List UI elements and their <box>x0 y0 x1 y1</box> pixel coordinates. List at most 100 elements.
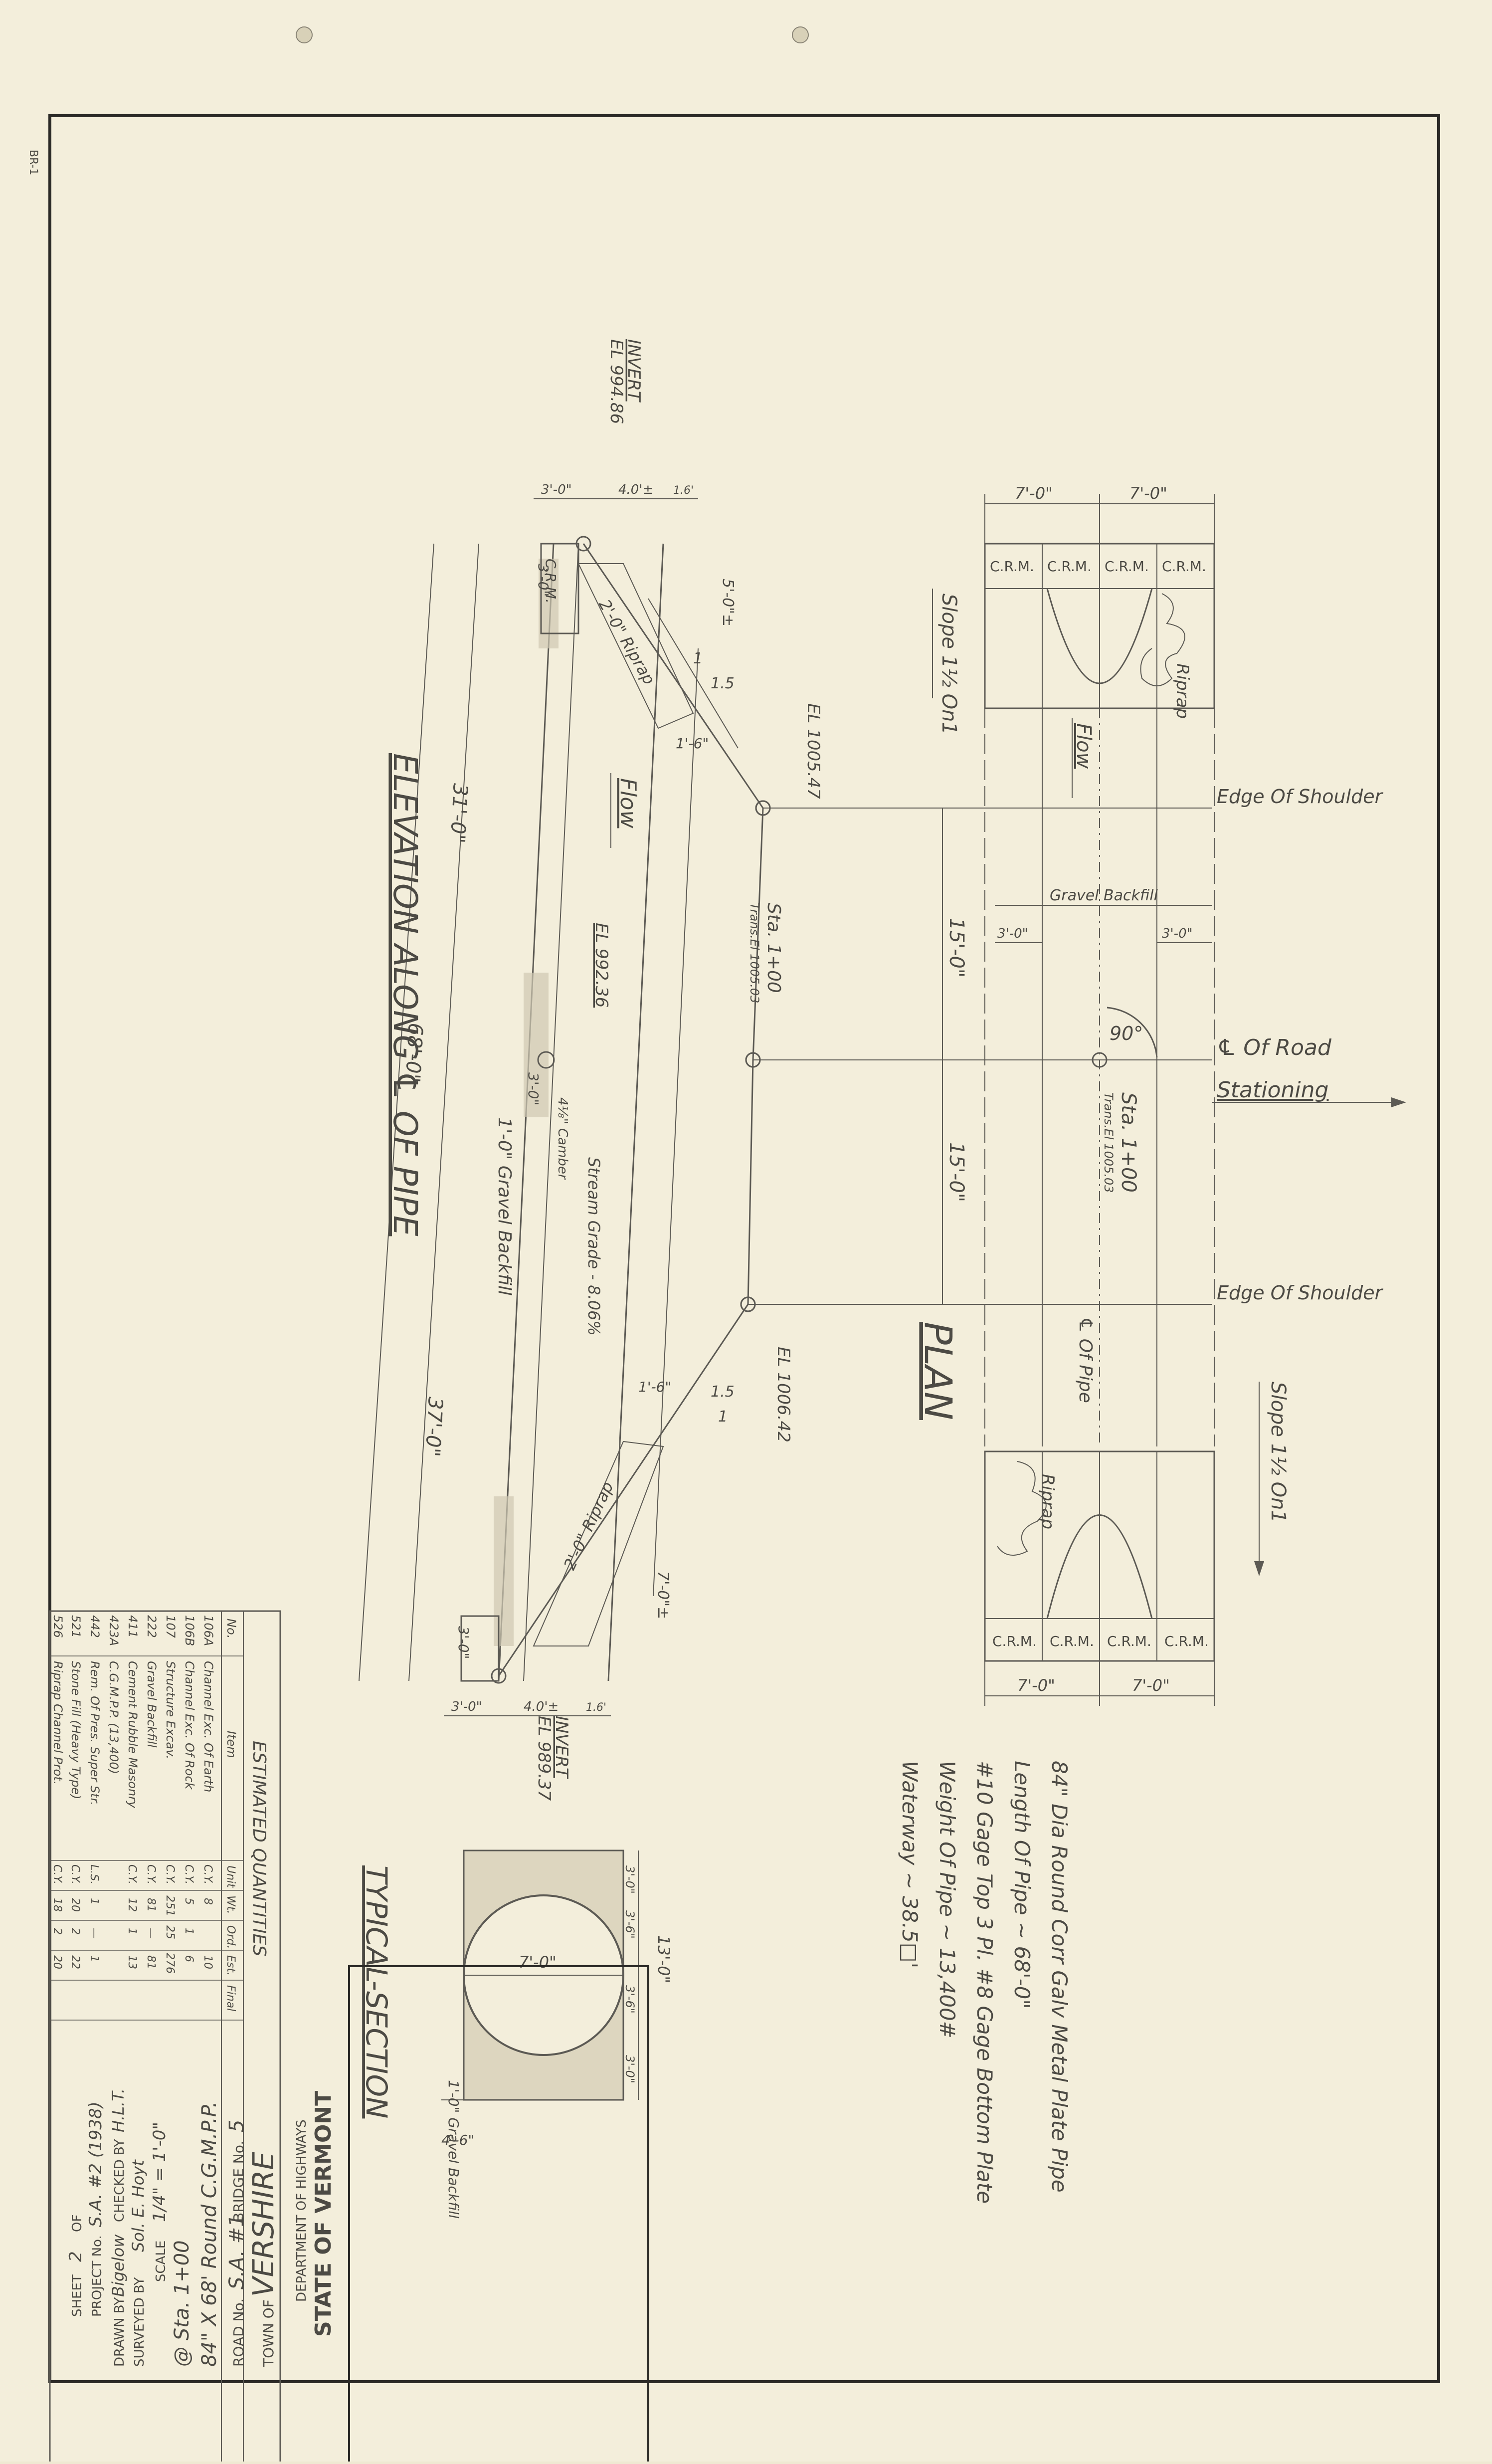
elev-dim-31: 31'-0" <box>446 783 472 843</box>
title-checked-label: CHECKED BY <box>112 2139 127 2222</box>
svg-text:Final: Final <box>224 1985 237 2011</box>
typical-dim-d: 3'-0" <box>623 2055 637 2083</box>
typical-dim-base: 4'-6" <box>441 2132 474 2148</box>
punch-hole-icon <box>792 26 809 43</box>
title-state: STATE OF VERMONT <box>311 2091 336 2337</box>
title-bridge: 5 <box>225 2120 248 2132</box>
elev-dim-16-bot: 1'-6" <box>638 1379 671 1395</box>
elev-invert-bottom: INVERT <box>552 1716 571 1779</box>
typical-gravel-backfill: 1'-0" Gravel Backfill <box>445 2080 462 2219</box>
elev-riprap-top-zone <box>577 563 694 729</box>
svg-text:C.Y.: C.Y. <box>145 1864 157 1884</box>
title-desc: 84" X 68' Round C.G.M.P.P. <box>198 2101 221 2367</box>
elev-slope-bot: 1.5 <box>711 1383 735 1401</box>
svg-text:81: 81 <box>145 1898 157 1912</box>
elev-dim-16-top: 1'-6" <box>676 735 709 752</box>
elev-dim-50: 5'-0"± <box>719 579 737 626</box>
svg-text:1: 1 <box>126 1928 138 1935</box>
title-drawn-label: DRAWN BY <box>112 2297 127 2367</box>
svg-text:10: 10 <box>201 1955 214 1969</box>
typical-dim-c: 3'-6" <box>623 1985 637 2014</box>
note-line-3: #10 Gage Top 3 Pl. #8 Gage Bottom Plate <box>972 1761 997 2204</box>
svg-text:Structure Excav.: Structure Excav. <box>164 1661 178 1759</box>
punch-hole-icon <box>296 26 313 43</box>
plan-slope-bottom: Slope 1½ On1 <box>1267 1382 1290 1523</box>
elev-gravel-backfill: 1'-0" Gravel Backfill <box>494 1117 515 1295</box>
quantities-table: ESTIMATED QUANTITIES No. Item Unit Wt. O… <box>49 1610 281 2464</box>
svg-text:106B: 106B <box>183 1615 196 1646</box>
elevation-title: ELEVATION ALONG ℄ OF PIPE <box>386 753 424 1236</box>
plan-dim-upper: 15'-0" <box>945 918 968 978</box>
svg-text:5: 5 <box>183 1898 195 1905</box>
title-town-label: TOWN OF <box>260 2299 277 2367</box>
svg-text:Channel Exc. Of Earth: Channel Exc. Of Earth <box>201 1661 215 1792</box>
svg-text:2: 2 <box>69 1928 81 1935</box>
svg-text:1: 1 <box>88 1898 100 1905</box>
elev-dim-70: 7'-0"± <box>654 1571 672 1619</box>
svg-text:C.Y.: C.Y. <box>69 1864 81 1884</box>
elev-stream-grade: Stream Grade - 8.06% <box>584 1157 603 1336</box>
elev-el-mid: EL 992.36 <box>591 923 611 1008</box>
elev-dim-37: 37'-0" <box>421 1396 447 1457</box>
svg-text:20: 20 <box>69 1898 81 1912</box>
svg-text:25: 25 <box>164 1925 176 1939</box>
svg-text:C.R.M.: C.R.M. <box>1164 1633 1209 1649</box>
elev-dim-30-bot: 3'-0" <box>455 1626 472 1659</box>
typical-section: 7'-0" 13'-0" 3'-0" 3'-6" 3'-6" 3'-0" 4'-… <box>360 1849 673 2219</box>
svg-text:107: 107 <box>164 1615 178 1639</box>
svg-text:106A: 106A <box>201 1615 215 1646</box>
elev-dim-bot-c: 1.6' <box>586 1701 606 1714</box>
svg-text:C.R.M.: C.R.M. <box>990 558 1034 575</box>
plan-flow: Flow <box>1072 723 1095 769</box>
elev-slope-top-one: 1 <box>693 650 703 667</box>
title-checked: H.L.T. <box>109 2088 128 2132</box>
svg-text:Stone Fill (Heavy Type): Stone Fill (Heavy Type) <box>69 1661 83 1799</box>
typical-pipe-dia: 7'-0" <box>519 1953 557 1972</box>
svg-text:22: 22 <box>69 1955 81 1969</box>
svg-text:Riprap Channel Prot.: Riprap Channel Prot. <box>51 1661 65 1785</box>
elevation-view: 2'-0" Riprap 2'-0" Riprap C.R.M. 31'-0" … <box>359 339 823 1801</box>
elev-dim-bot-a: 3'-0" <box>451 1699 482 1714</box>
svg-text:Channel Exc. Of Rock: Channel Exc. Of Rock <box>183 1661 196 1790</box>
svg-text:Cement Rubble Masonry: Cement Rubble Masonry <box>126 1661 140 1809</box>
plan-angle: 90° <box>1110 1023 1143 1044</box>
plan-dim-top-left: 7'-0" <box>1015 484 1053 503</box>
plan-dim-gravel-left: 3'-0" <box>997 926 1028 941</box>
svg-text:423A: 423A <box>107 1615 121 1646</box>
plan-dim-gravel-right: 3'-0" <box>1162 926 1193 941</box>
title-sheet-label: SHEET <box>70 2274 85 2317</box>
svg-text:Item: Item <box>224 1731 238 1758</box>
plan-crm-bottom: C.R.M. C.R.M. C.R.M. C.R.M. <box>992 1633 1209 1649</box>
plan-gravel-backfill: Gravel Backfill <box>1050 887 1158 904</box>
plan-cl-pipe: ℄ Of Pipe <box>1075 1317 1096 1403</box>
title-scale-label: SCALE <box>154 2241 169 2282</box>
plan-title: PLAN <box>916 1322 960 1420</box>
margin-stamp: BR-1 <box>27 150 39 175</box>
svg-text:Unit: Unit <box>224 1865 237 1888</box>
typical-dim-13: 13'-0" <box>654 1935 673 1983</box>
elev-slope-top: 1.5 <box>711 675 735 692</box>
plan-dim-bottom-left: 7'-0" <box>1017 1676 1055 1695</box>
plan-slope-top: Slope 1½ On1 <box>937 594 960 735</box>
typical-section-title: TYPICAL-SECTION <box>360 1865 393 2118</box>
note-line-1: 84" Dia Round Corr Galv Metal Plate Pipe <box>1047 1761 1072 2193</box>
svg-text:521: 521 <box>69 1615 83 1638</box>
note-line-4: Weight Of Pipe ~ 13,400# <box>935 1761 959 2039</box>
svg-text:81: 81 <box>145 1955 157 1969</box>
typical-dim-a: 3'-0" <box>623 1865 637 1894</box>
svg-text:2: 2 <box>51 1928 63 1935</box>
plan-edge-shoulder-top: Edge Of Shoulder <box>1217 786 1384 808</box>
svg-text:20: 20 <box>51 1955 63 1969</box>
svg-text:Est.: Est. <box>224 1955 237 1976</box>
title-sheet: 2 <box>66 2251 86 2262</box>
svg-text:—: — <box>145 1928 157 1939</box>
svg-text:411: 411 <box>126 1615 140 1638</box>
title-project: S.A. #2 (1938) <box>86 2101 106 2227</box>
plan-dim-top-right: 7'-0" <box>1129 484 1167 503</box>
